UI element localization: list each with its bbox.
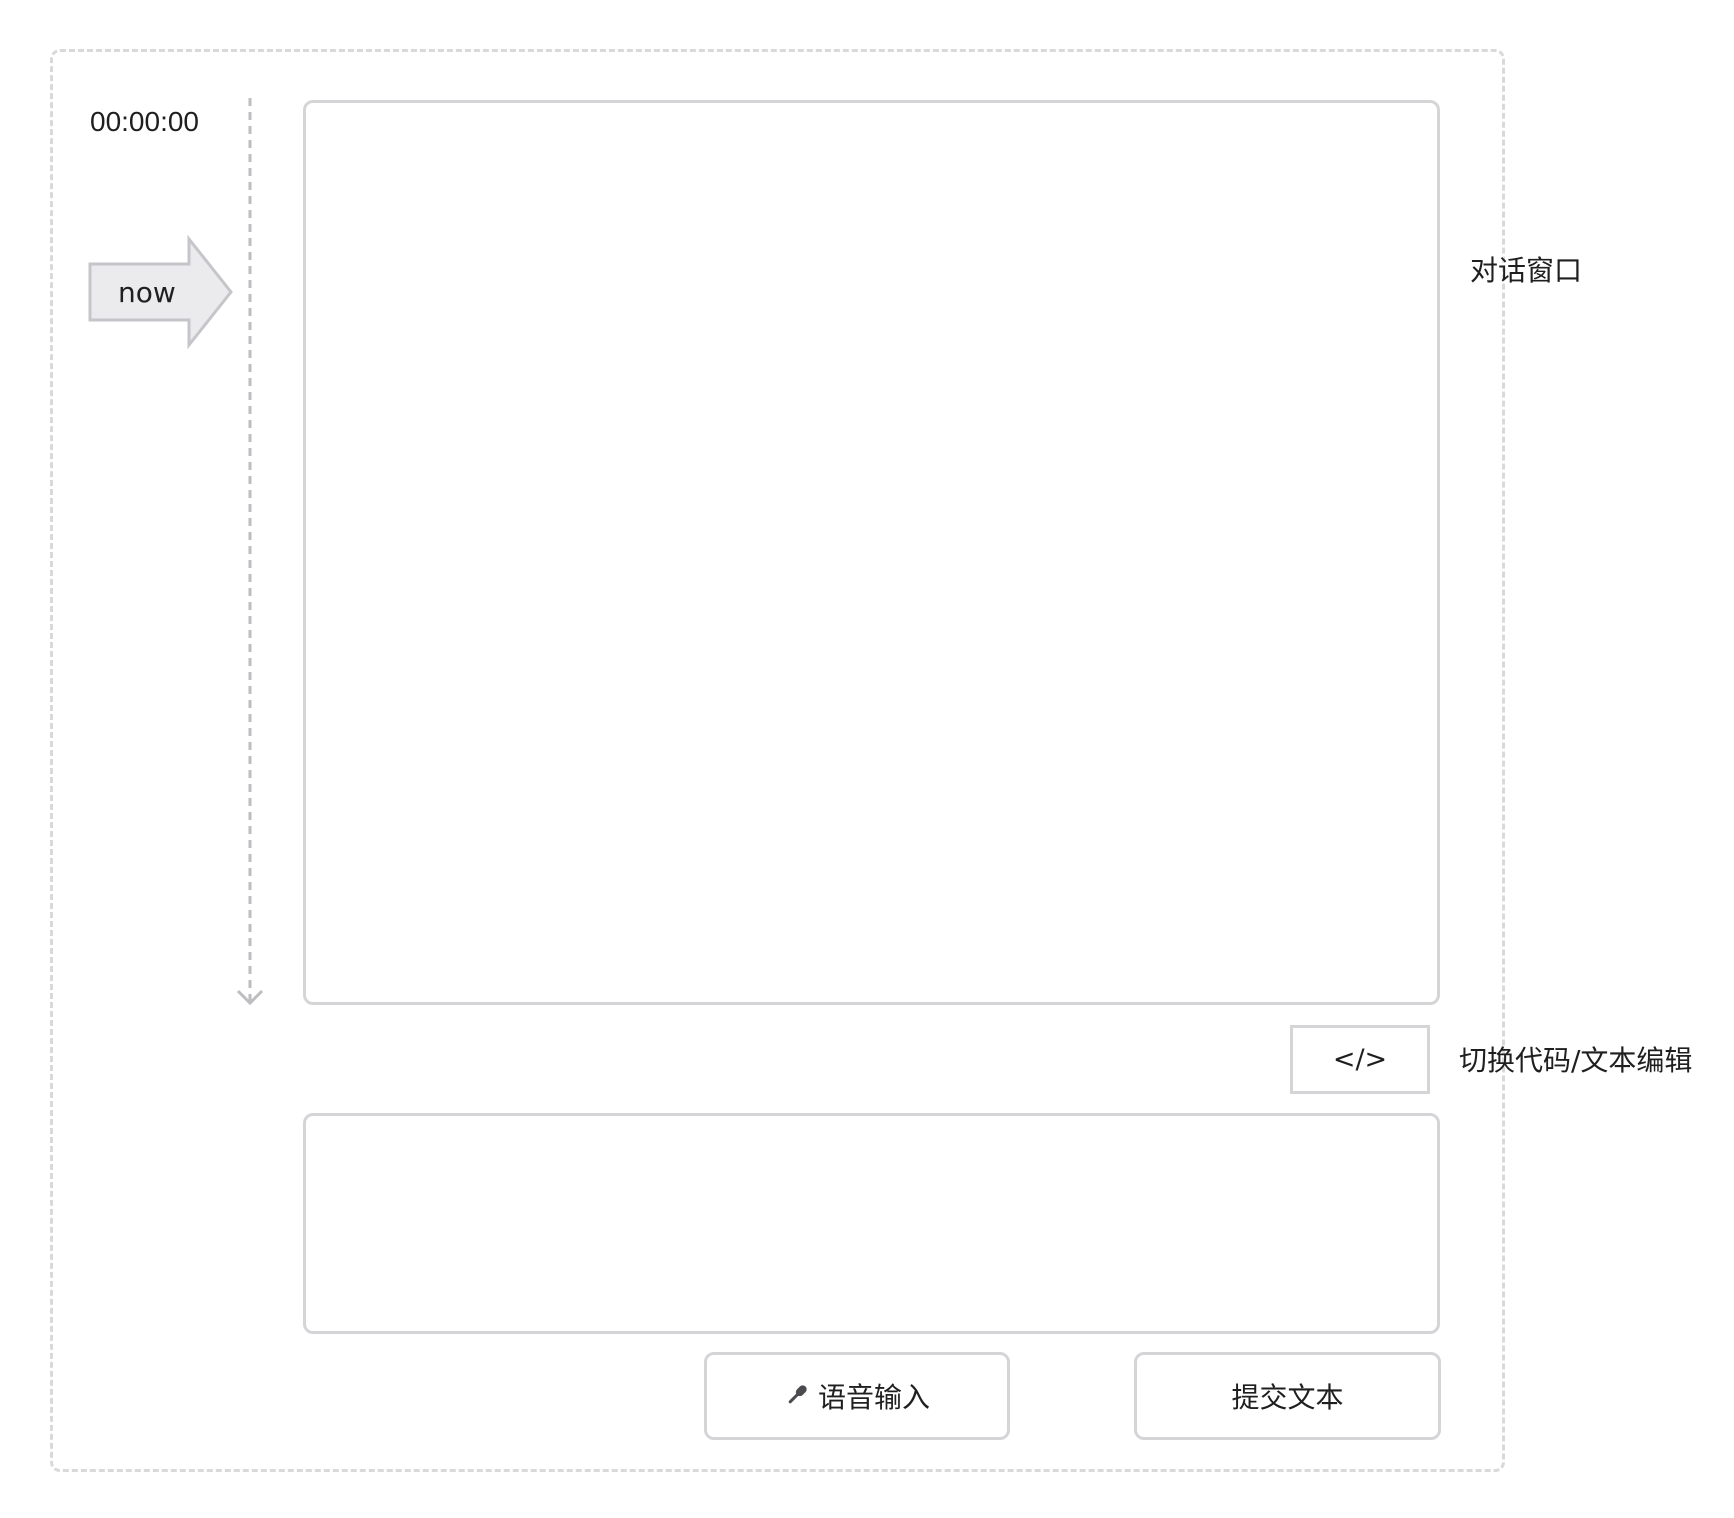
- prototype-frame: [50, 49, 1505, 1472]
- toggle-code-text-button[interactable]: </>: [1290, 1025, 1430, 1094]
- session-timer: 00:00:00: [90, 106, 199, 137]
- submit-text-label: 提交文本: [1231, 1381, 1344, 1414]
- submit-text-button[interactable]: 提交文本: [1134, 1352, 1441, 1440]
- timeline-down-arrow-icon: [236, 98, 264, 1006]
- voice-input-label: 语音输入: [817, 1381, 930, 1414]
- conversation-window[interactable]: [303, 100, 1440, 1005]
- now-label: now: [118, 276, 176, 309]
- now-marker: now: [88, 234, 233, 350]
- toggle-editor-annotation: 切换代码/文本编辑: [1459, 1044, 1693, 1077]
- text-input[interactable]: [303, 1113, 1440, 1334]
- now-arrow-icon: [88, 234, 233, 350]
- timeline-track: [235, 98, 265, 1008]
- microphone-icon: [784, 1382, 810, 1408]
- code-icon: </>: [1332, 1044, 1388, 1075]
- voice-input-button[interactable]: 语音输入: [704, 1352, 1010, 1440]
- conversation-window-annotation: 对话窗口: [1470, 254, 1583, 287]
